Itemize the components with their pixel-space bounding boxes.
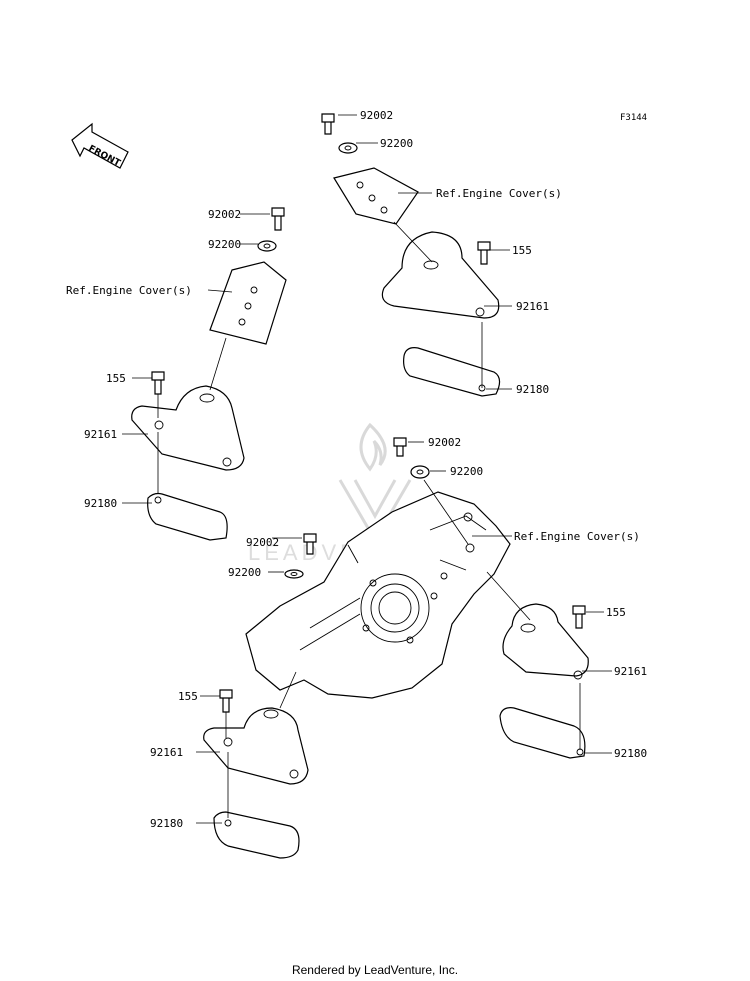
- label-92180: 92180: [614, 747, 647, 760]
- label-92200: 92200: [380, 137, 413, 150]
- label-155: 155: [178, 690, 198, 703]
- label-ref-engine-cover: Ref.Engine Cover(s): [66, 284, 192, 297]
- bolt-icon: [572, 605, 586, 629]
- rubber-mount-icon: [502, 603, 589, 677]
- rubber-mount-icon: [131, 385, 245, 471]
- label-92200: 92200: [450, 465, 483, 478]
- washer-icon: [410, 465, 430, 479]
- label-92180: 92180: [150, 817, 183, 830]
- label-92200: 92200: [208, 238, 241, 251]
- engine-case: 92002 92200 Ref.Engine Cover(s) 92002 92…: [228, 436, 640, 699]
- label-92161: 92161: [614, 665, 647, 678]
- bolt-icon: [303, 533, 317, 555]
- label-155: 155: [512, 244, 532, 257]
- rubber-mount-icon: [203, 707, 309, 785]
- rubber-mount-icon: [381, 231, 500, 319]
- bolt-icon: [271, 207, 285, 231]
- label-92161: 92161: [516, 300, 549, 313]
- label-155: 155: [106, 372, 126, 385]
- label-ref-engine-cover: Ref.Engine Cover(s): [436, 187, 562, 200]
- label-92161: 92161: [150, 746, 183, 759]
- label-155: 155: [606, 606, 626, 619]
- mount-group-upper-right: 92002 92200 Ref.Engine Cover(s) 155 9216…: [321, 109, 562, 397]
- bolt-icon: [393, 437, 407, 457]
- bracket-icon: [333, 167, 419, 225]
- engine-case-outline-icon: [245, 491, 511, 699]
- gasket-plate-icon: [213, 811, 300, 859]
- front-arrow-icon: FRONT: [71, 122, 129, 169]
- label-92002: 92002: [360, 109, 393, 122]
- diagram-code: F3144: [620, 113, 647, 123]
- bolt-icon: [151, 371, 165, 395]
- label-ref-engine-cover: Ref.Engine Cover(s): [514, 530, 640, 543]
- mount-group-lower-left: 155 92161 92180: [150, 671, 309, 859]
- label-92161: 92161: [84, 428, 117, 441]
- washer-icon: [338, 142, 358, 154]
- bolt-icon: [321, 113, 335, 135]
- bolt-icon: [477, 241, 491, 265]
- label-92180: 92180: [516, 383, 549, 396]
- label-92002: 92002: [208, 208, 241, 221]
- gasket-plate-icon: [147, 492, 228, 541]
- mount-group-lower-right: 155 92161 92180: [486, 571, 647, 760]
- label-92200: 92200: [228, 566, 261, 579]
- label-92002: 92002: [428, 436, 461, 449]
- washer-icon: [284, 569, 304, 579]
- gasket-plate-icon: [403, 347, 501, 397]
- bolt-icon: [219, 689, 233, 713]
- label-92002: 92002: [246, 536, 279, 549]
- label-92180: 92180: [84, 497, 117, 510]
- engine-case-bore-icon: [360, 573, 430, 643]
- mount-group-upper-left: 92002 92200 Ref.Engine Cover(s) 155 9216…: [66, 207, 287, 541]
- washer-icon: [257, 240, 277, 252]
- gasket-plate-icon: [499, 707, 586, 759]
- footer-credit: Rendered by LeadVenture, Inc.: [292, 963, 458, 977]
